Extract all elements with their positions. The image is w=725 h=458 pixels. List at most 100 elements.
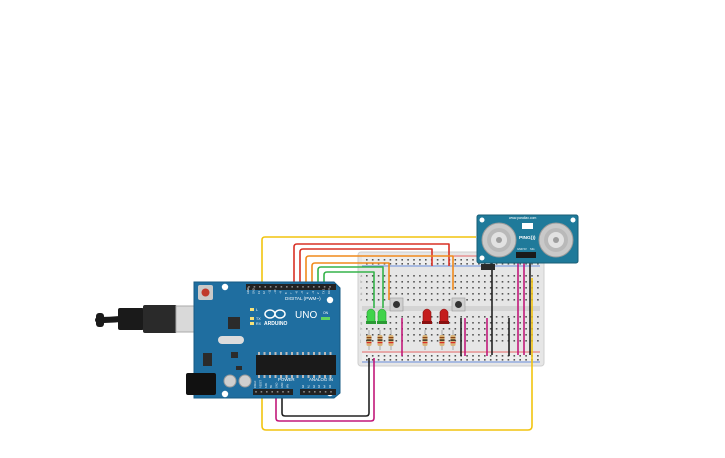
sensor-header	[516, 252, 536, 258]
wires	[261, 236, 533, 431]
transducer-right	[538, 222, 574, 258]
sensor-chip	[522, 223, 533, 229]
pushbutton-1[interactable]	[389, 297, 404, 312]
mounting-hole	[221, 283, 229, 291]
breadboard-row-label: i	[361, 333, 362, 337]
led-label-l: L	[256, 308, 258, 312]
digital-pin-label: 2	[316, 292, 320, 294]
arduino-logo: ARDUINO	[264, 309, 287, 327]
breadboard-row-label: e	[361, 298, 363, 302]
smd-part	[236, 366, 242, 370]
resistor[interactable]	[366, 330, 372, 350]
led-green-1[interactable]	[366, 308, 376, 324]
digital-pin-label: 4	[305, 292, 309, 294]
on-led	[321, 317, 330, 320]
arduino-model: UNO	[295, 310, 317, 321]
analog-pin-label: A0	[302, 384, 305, 388]
power-pin-label: GND	[276, 382, 279, 388]
breadboard-row-label: h	[361, 327, 363, 331]
on-label: ON	[323, 311, 329, 315]
resistor[interactable]	[377, 330, 383, 350]
analog-pin-label: A5	[329, 384, 332, 388]
led-green-2[interactable]	[377, 308, 387, 324]
sensor-pin-label: GND	[517, 247, 523, 251]
power-pin-label: IOREF	[254, 380, 257, 388]
resistor[interactable]	[439, 330, 445, 350]
voltage-regulator	[203, 353, 212, 366]
breadboard-row-label: j	[360, 339, 362, 343]
led-rx	[250, 322, 254, 325]
resistor[interactable]	[450, 330, 456, 350]
digital-pin-label: 13	[257, 291, 261, 294]
wire-red-2	[299, 248, 433, 288]
led-tx	[250, 317, 254, 320]
wire-red-1	[293, 243, 450, 288]
led-red-2[interactable]	[439, 308, 449, 324]
digital-pin-label: ~3	[311, 290, 315, 294]
power-label: POWER	[278, 377, 295, 382]
atmega-chip	[256, 355, 336, 375]
resistors[interactable]	[366, 330, 456, 350]
analog-pin-label: A4	[324, 384, 327, 388]
led-label-tx: TX	[256, 317, 261, 321]
power-pin-label: 5V	[270, 385, 273, 388]
mounting-hole	[221, 390, 229, 398]
breadboard-row-label: f	[361, 315, 362, 319]
power-pin-label: 3.3V	[265, 383, 268, 388]
wire-yellow-bottom	[261, 278, 533, 431]
digital-pin-label: ~11	[268, 289, 272, 294]
wire-magenta-power	[275, 358, 375, 422]
sensor-model-label: PING)))	[519, 235, 536, 241]
breadboard-row-label: g	[361, 321, 363, 325]
digital-pin-label: GND	[251, 288, 255, 294]
digital-pin-label: ~5	[300, 290, 304, 294]
analog-header	[300, 389, 336, 395]
power-pin-label: GND	[281, 382, 284, 388]
digital-pin-label: ~10	[273, 289, 277, 294]
wire-yellow-top	[261, 236, 476, 288]
digital-header	[246, 284, 336, 290]
digital-header-label: DIGITAL (PWM~)	[285, 296, 321, 301]
digital-pin-label: ~9	[278, 290, 282, 294]
breadboard-row-label: b	[361, 280, 363, 284]
digital-pin-label: 8	[284, 292, 288, 294]
breadboard-row-label: d	[361, 292, 363, 296]
usb-chip	[228, 317, 240, 329]
capacitor	[223, 374, 237, 388]
resistor[interactable]	[422, 330, 428, 350]
breadboard-row-label: a	[361, 274, 363, 278]
capacitor	[238, 374, 252, 388]
sensor-pin-label: SIG	[530, 247, 534, 251]
analog-pin-label: A2	[313, 384, 316, 388]
arduino-logo-text: ARDUINO	[264, 321, 287, 327]
resistor[interactable]	[388, 330, 394, 350]
led-red-1[interactable]	[422, 308, 432, 324]
digital-pin-label: ~6	[295, 290, 299, 294]
power-jack[interactable]	[186, 373, 216, 395]
analog-label: ANALOG IN	[309, 377, 333, 382]
transducer-left	[481, 222, 517, 258]
power-pin-label: RESET	[259, 379, 262, 388]
digital-pin-label: AREF	[246, 287, 250, 294]
sensor-top-text: www.parallax.com	[509, 216, 536, 220]
digital-pin-label: RX 0	[327, 288, 331, 294]
wire-black-ground	[281, 358, 370, 417]
led-l	[250, 308, 254, 311]
sensor-connector	[481, 264, 495, 270]
power-pin-label: VIN	[286, 384, 289, 388]
digital-pin-label: 12	[262, 291, 266, 294]
wire-orange-1	[305, 255, 454, 290]
breadboard-row-label: c	[361, 286, 363, 290]
wire-green-2	[323, 271, 375, 308]
pushbutton-2[interactable]	[451, 297, 466, 312]
